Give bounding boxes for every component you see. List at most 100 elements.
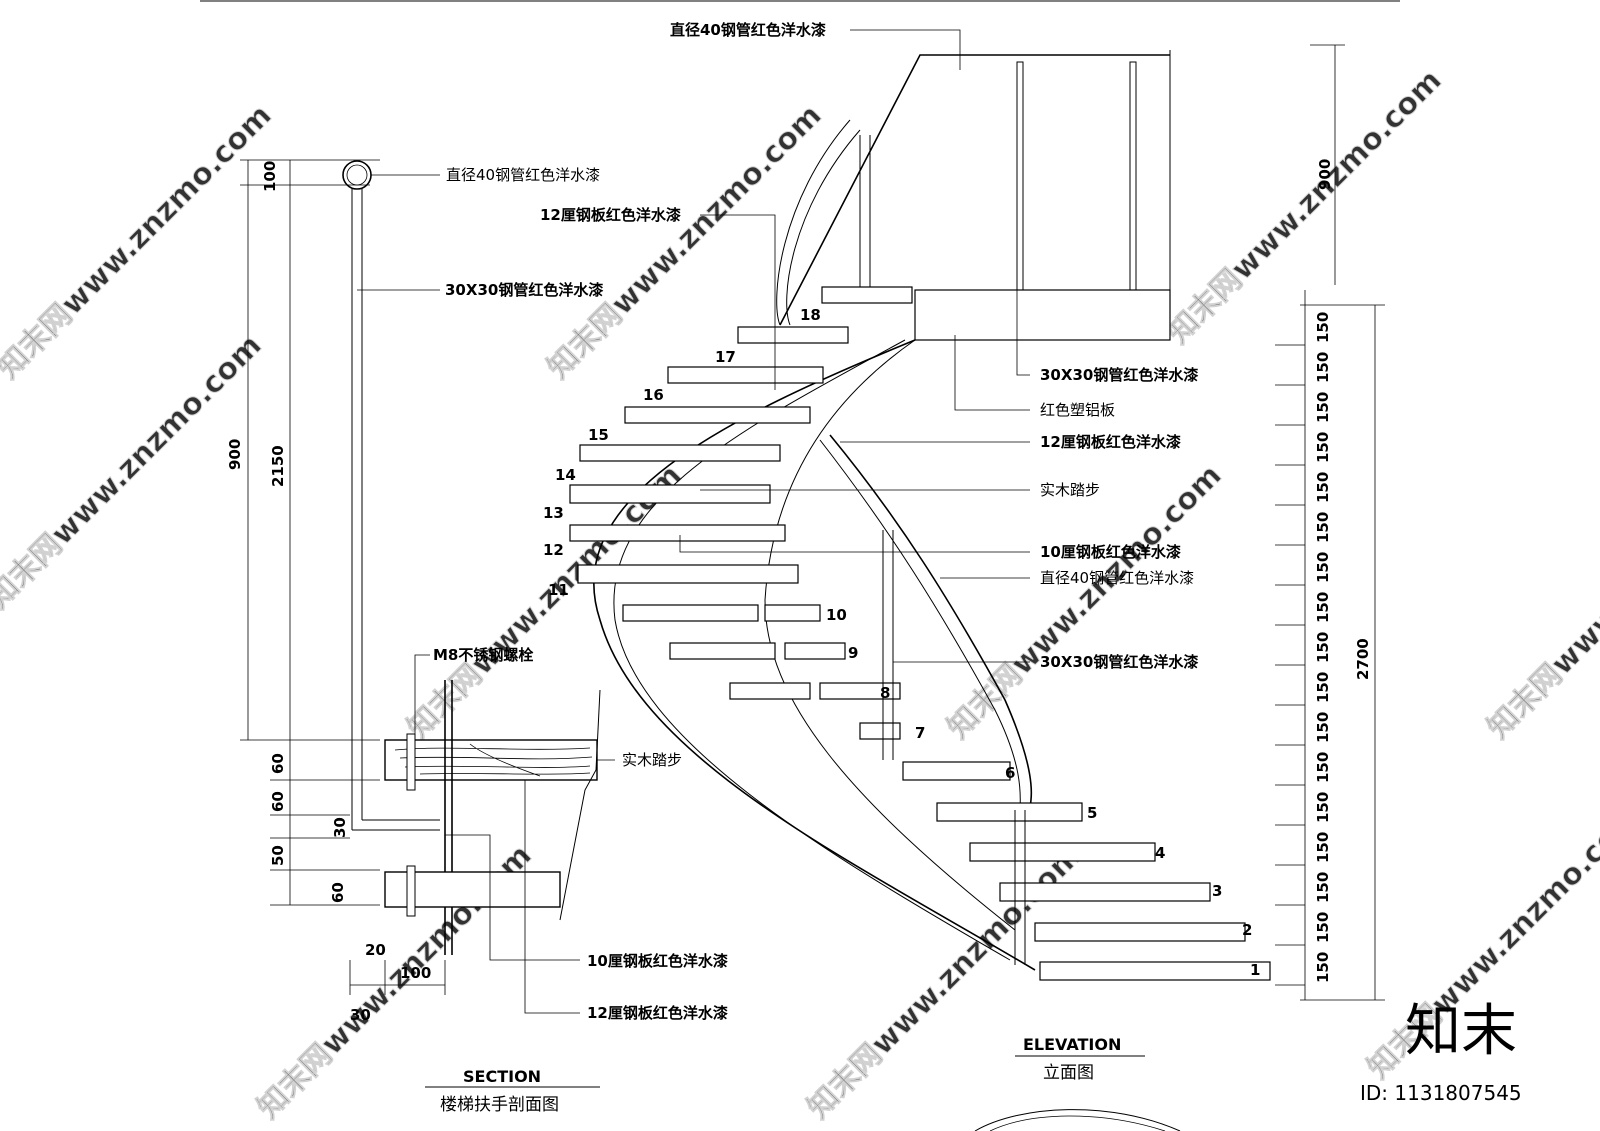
dim-60-b: 60 [269,791,287,812]
label-plate12: 12厘钢板红色洋水漆 [587,1004,728,1022]
leader [850,29,961,70]
bolt-upper [406,733,416,791]
leader [700,214,776,390]
watermark-text: 知末网www.znzmo.com [0,328,269,616]
section-title-en: SECTION [463,1067,541,1086]
step-num-4: 4 [1155,844,1165,862]
elevation-title-cn: 立面图 [1043,1063,1094,1083]
label-post30-b: 30X30钢管红色洋水漆 [1040,653,1198,671]
svg-text:150: 150 [1314,472,1332,503]
dim-30-v: 30 [331,817,349,838]
label-tread: 实木踏步 [622,751,682,769]
label-top-pipe: 直径40钢管红色洋水漆 [670,21,826,39]
label-tread: 实木踏步 [1040,481,1100,499]
step-num-10: 10 [826,606,847,624]
tread-8-back [729,682,811,700]
label-plate10: 10厘钢板红色洋水漆 [587,952,728,970]
dim-900-r: 900 [1316,159,1334,190]
svg-text:150: 150 [1314,952,1332,983]
step-num-6: 6 [1005,764,1015,782]
baluster [1129,61,1137,313]
tread-10 [764,604,821,622]
tread-4 [969,842,1156,862]
watermark-logo: 知末 [1405,999,1517,1064]
tread-14 [579,444,781,462]
dim-2700: 2700 [1354,638,1372,680]
label-panel: 红色塑铝板 [1040,401,1115,419]
svg-text:150: 150 [1314,512,1332,543]
label-post: 30X30钢管红色洋水漆 [445,281,603,299]
step-num-9: 9 [848,644,858,662]
step-num-1: 1 [1250,961,1260,979]
svg-text:150: 150 [1314,832,1332,863]
section-title-cn: 楼梯扶手剖面图 [440,1095,559,1115]
dim-50: 50 [269,845,287,866]
svg-text:150: 150 [1314,352,1332,383]
leader [954,335,1030,411]
tread-5 [936,802,1083,822]
plan-arc [974,1109,1181,1131]
step-num-13: 13 [543,504,564,522]
label-handrail-pipe: 直径40钢管红色洋水漆 [446,166,600,184]
step-num-12: 12 [543,541,564,559]
dim-100: 100 [261,161,279,192]
step-num-3: 3 [1212,882,1222,900]
leader [1016,280,1030,376]
dim-30-h: 30 [350,1006,371,1024]
label-plate12-top: 12厘钢板红色洋水漆 [540,206,681,224]
tread-17 [737,326,849,344]
handrail-curve-top [776,119,851,326]
tread-6 [902,761,1011,781]
label-post30-a: 30X30钢管红色洋水漆 [1040,366,1198,384]
leader [445,834,580,961]
baluster [1016,61,1024,313]
tread-16 [667,366,824,384]
elevation-view: 1 2 3 4 5 6 7 8 9 10 11 12 13 14 15 16 1… [540,21,1385,1131]
svg-text:150: 150 [1314,712,1332,743]
svg-text:150: 150 [1314,792,1332,823]
step-num-17: 17 [715,348,736,366]
svg-text:150: 150 [1314,432,1332,463]
dim-150-labels: 150 150 150 150 150 150 150 150 150 150 … [1314,312,1332,983]
dim-60-c: 60 [329,882,347,903]
watermark-text: 知末网www.znzmo.com [941,458,1229,746]
top-handrail [779,54,1170,326]
tick-marks [1275,344,1305,986]
label-plate12: 12厘钢板红色洋水漆 [1040,433,1181,451]
tread-9-back [669,642,776,660]
dim-20: 20 [365,941,386,959]
step-num-2: 2 [1242,921,1252,939]
step-num-8: 8 [880,684,890,702]
tread-11 [577,564,799,584]
break-line [559,689,601,921]
watermark-text: 知末网www.znzmo.com [1481,458,1600,746]
landing-panel [914,289,1171,341]
svg-text:150: 150 [1314,912,1332,943]
svg-text:150: 150 [1314,872,1332,903]
bolt-lower [406,865,416,917]
tread-12 [569,524,786,542]
plan-arc-inner [989,1115,1166,1131]
label-plate10: 10厘钢板红色洋水漆 [1040,543,1181,561]
handrail-pipe-inner [346,164,368,186]
section-view: 直径40钢管红色洋水漆 30X30钢管红色洋水漆 M8不锈钢螺栓 实木踏步 10… [226,159,728,1115]
label-bolt: M8不锈钢螺栓 [433,646,533,664]
tread-15 [624,406,811,424]
svg-text:150: 150 [1314,552,1332,583]
step-num-7: 7 [915,724,925,742]
tread-2 [1034,922,1246,942]
svg-text:150: 150 [1314,672,1332,703]
stringer-curve-mid [764,339,1016,931]
leader [679,535,1030,553]
svg-text:150: 150 [1314,312,1332,343]
tread-1 [1039,961,1271,981]
label-pipe40: 直径40钢管红色洋水漆 [1040,569,1194,587]
tread-13 [569,484,771,504]
leader [414,654,430,742]
handrail-curve-top-2 [786,129,861,326]
tread-8 [819,682,901,700]
svg-text:150: 150 [1314,632,1332,663]
step-num-11: 11 [548,581,569,599]
tread-3 [999,882,1211,902]
